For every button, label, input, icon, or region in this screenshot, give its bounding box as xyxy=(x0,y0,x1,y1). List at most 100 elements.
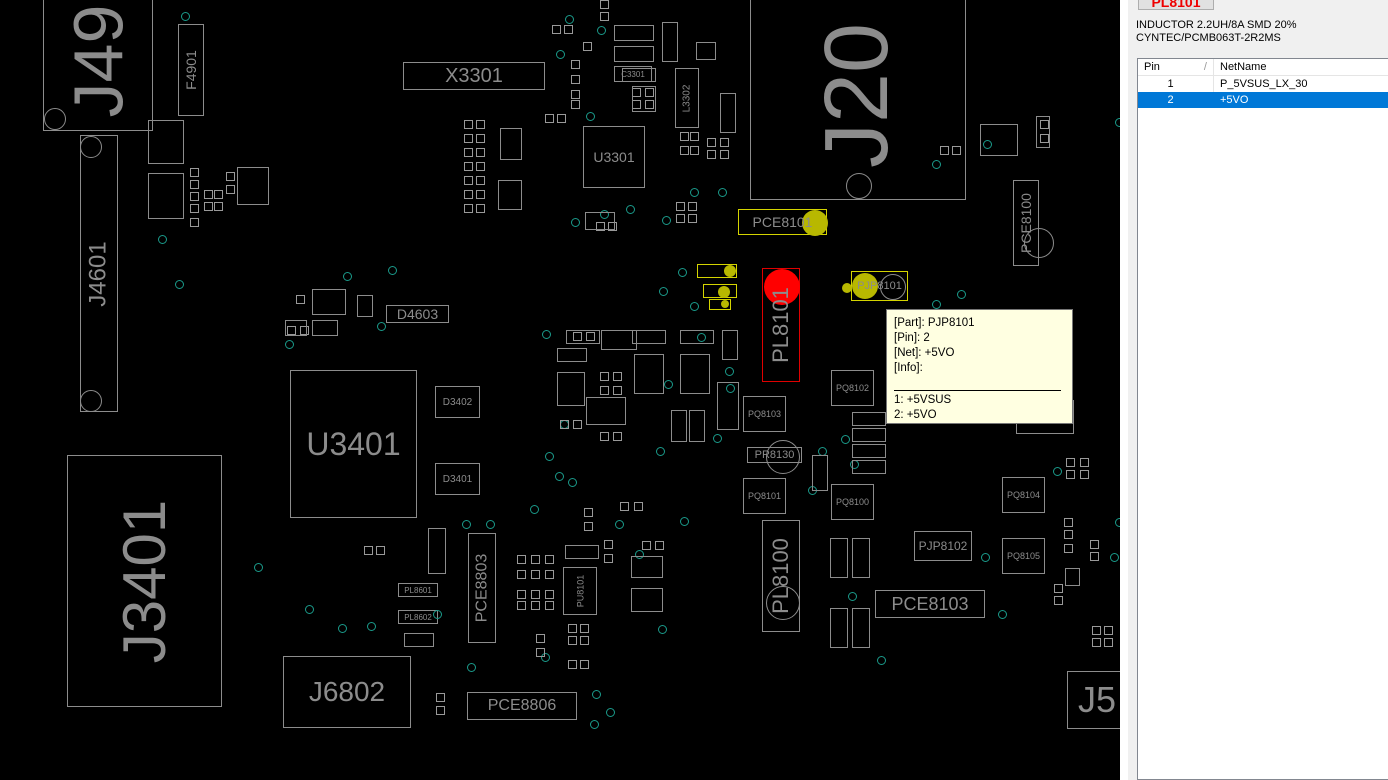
component-pq8102[interactable]: PQ8102 xyxy=(831,370,874,406)
component-f4901[interactable]: F4901 xyxy=(178,24,204,116)
component-pl8101[interactable]: PL8101 xyxy=(762,268,800,382)
smd-pad xyxy=(296,295,305,304)
component-d3401[interactable]: D3401 xyxy=(435,463,480,495)
column-header-pin[interactable]: Pin/ xyxy=(1138,59,1214,75)
component-label: PQ8105 xyxy=(1006,551,1041,561)
component-label: D3401 xyxy=(442,473,473,485)
smd-pad xyxy=(531,555,540,564)
component-pq8103[interactable]: PQ8103 xyxy=(743,396,786,432)
via xyxy=(877,656,886,665)
smd-pad xyxy=(676,202,685,211)
via xyxy=(656,447,665,456)
smd-pad xyxy=(214,202,223,211)
component-pce8100[interactable]: PCE8100 xyxy=(1013,180,1039,266)
component-label: C3301 xyxy=(621,69,645,79)
component-pr8130[interactable]: PR8130 xyxy=(747,447,802,463)
component-j20[interactable]: J20 xyxy=(750,0,966,200)
component-pq8105[interactable]: PQ8105 xyxy=(1002,538,1045,574)
component-j3401[interactable]: J3401 xyxy=(67,455,222,707)
part-info-panel: PL8101 INDUCTOR 2.2UH/8A SMD 20% CYNTEC/… xyxy=(1120,0,1388,780)
component-u3401[interactable]: U3401 xyxy=(290,370,417,518)
small-component xyxy=(632,330,666,344)
smd-pad xyxy=(952,146,961,155)
component-pce8135 xyxy=(697,264,737,278)
component-pq8101[interactable]: PQ8101 xyxy=(743,478,786,514)
smd-pad xyxy=(536,648,545,657)
component-pu8101[interactable]: PU8101 xyxy=(563,567,597,615)
smd-pad xyxy=(226,172,235,181)
component-pl8100[interactable]: PL8100 xyxy=(762,520,800,632)
smd-pad xyxy=(190,192,199,201)
small-component xyxy=(830,538,848,578)
small-component xyxy=(634,354,664,394)
small-component xyxy=(662,22,678,62)
smd-pad xyxy=(680,132,689,141)
via xyxy=(718,188,727,197)
component-pce8806[interactable]: PCE8806 xyxy=(467,692,577,720)
small-component xyxy=(852,608,870,648)
smd-pad xyxy=(464,190,473,199)
smd-pad xyxy=(586,332,595,341)
smd-pad xyxy=(1092,626,1101,635)
component-j49[interactable]: J49 xyxy=(43,0,153,131)
smd-pad xyxy=(584,508,593,517)
component-j6802[interactable]: J6802 xyxy=(283,656,411,728)
table-row-selected[interactable]: 2 +5VO xyxy=(1138,92,1388,108)
component-pq8104[interactable]: PQ8104 xyxy=(1002,477,1045,513)
component-d4603[interactable]: D4603 xyxy=(386,305,449,323)
column-header-netname[interactable]: NetName xyxy=(1220,61,1267,73)
smd-pad xyxy=(568,636,577,645)
small-component xyxy=(148,120,184,164)
component-pq8100[interactable]: PQ8100 xyxy=(831,484,874,520)
smd-pad xyxy=(1054,584,1063,593)
component-u3301[interactable]: U3301 xyxy=(583,126,645,188)
smd-pad xyxy=(464,162,473,171)
small-component xyxy=(852,538,870,578)
component-l3302[interactable]: L3302 xyxy=(675,68,699,128)
smd-pad xyxy=(464,176,473,185)
table-row[interactable]: 1 P_5VSUS_LX_30 xyxy=(1138,76,1388,92)
component-pl8602[interactable]: PL8602 xyxy=(398,610,438,624)
small-component xyxy=(696,42,716,60)
via xyxy=(635,550,644,559)
net-cell: P_5VSUS_LX_30 xyxy=(1220,78,1308,90)
via xyxy=(285,340,294,349)
smd-pad xyxy=(573,332,582,341)
component-pce8103[interactable]: PCE8103 xyxy=(875,590,985,618)
tooltip-pin: [Pin]: 2 xyxy=(894,332,930,344)
small-component xyxy=(631,588,663,612)
via xyxy=(662,216,671,225)
part-name-button[interactable]: PL8101 xyxy=(1138,0,1214,10)
smd-pad xyxy=(364,546,373,555)
small-component xyxy=(852,428,886,442)
smd-pad xyxy=(584,522,593,531)
component-pl8601[interactable]: PL8601 xyxy=(398,583,438,597)
via xyxy=(388,266,397,275)
small-component xyxy=(557,348,587,362)
smd-pad xyxy=(557,114,566,123)
component-label: J4601 xyxy=(85,240,113,307)
smd-pad xyxy=(571,75,580,84)
component-label: J5 xyxy=(1077,679,1117,720)
smd-pad xyxy=(545,590,554,599)
via xyxy=(586,112,595,121)
component-pjp8102[interactable]: PJP8102 xyxy=(914,531,972,561)
component-label: PU8101 xyxy=(575,574,585,608)
via xyxy=(343,272,352,281)
small-component xyxy=(852,444,886,458)
via xyxy=(1053,467,1062,476)
small-component xyxy=(622,68,656,82)
via xyxy=(1115,118,1120,127)
smd-pad xyxy=(464,148,473,157)
via xyxy=(981,553,990,562)
component-x3301[interactable]: X3301 xyxy=(403,62,545,90)
smd-pad xyxy=(642,541,651,550)
smd-pad xyxy=(580,660,589,669)
component-j4601[interactable]: J4601 xyxy=(80,135,118,412)
component-d3402[interactable]: D3402 xyxy=(435,386,480,418)
component-j5[interactable]: J5 xyxy=(1067,671,1120,729)
net-via xyxy=(842,283,852,293)
via xyxy=(697,333,706,342)
component-pce8803[interactable]: PCE8803 xyxy=(468,533,496,643)
smd-pad xyxy=(204,202,213,211)
